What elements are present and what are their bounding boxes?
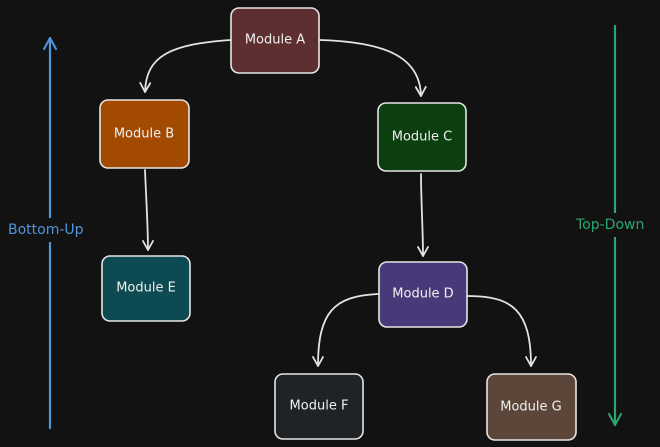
module-f-label: Module F [290, 399, 349, 414]
module-a-label: Module A [245, 33, 305, 48]
bottom-up-label-backdrop [6, 218, 94, 242]
module-d-box [378, 261, 468, 328]
module-d-node: Module D [378, 261, 468, 328]
edge-c-to-d [417, 173, 429, 257]
edge-b-to-e [142, 169, 154, 251]
module-g-box [486, 373, 577, 441]
bottom-up-label: Bottom-Up [8, 222, 84, 238]
module-e-label: Module E [116, 281, 176, 296]
edge-d-to-f [312, 293, 379, 367]
top-down-label-backdrop [572, 213, 658, 237]
module-b-label: Module B [114, 127, 174, 142]
module-a-box [230, 7, 320, 74]
edge-a-to-b [139, 39, 232, 93]
top-down-label: Top-Down [575, 217, 644, 233]
module-d-label: Module D [392, 287, 453, 302]
module-e-box [101, 255, 191, 322]
module-f-box [274, 373, 364, 440]
module-b-node: Module B [99, 99, 190, 169]
module-f-node: Module F [274, 373, 364, 440]
module-g-node: Module G [486, 373, 577, 441]
module-g-label: Module G [500, 400, 561, 415]
edge-d-to-g [467, 295, 537, 367]
edge-a-to-c [319, 39, 427, 97]
module-e-node: Module E [101, 255, 191, 322]
module-c-box [377, 102, 467, 172]
module-b-box [99, 99, 190, 169]
module-c-node: Module C [377, 102, 467, 172]
module-a-node: Module A [230, 7, 320, 74]
module-c-label: Module C [392, 130, 452, 145]
